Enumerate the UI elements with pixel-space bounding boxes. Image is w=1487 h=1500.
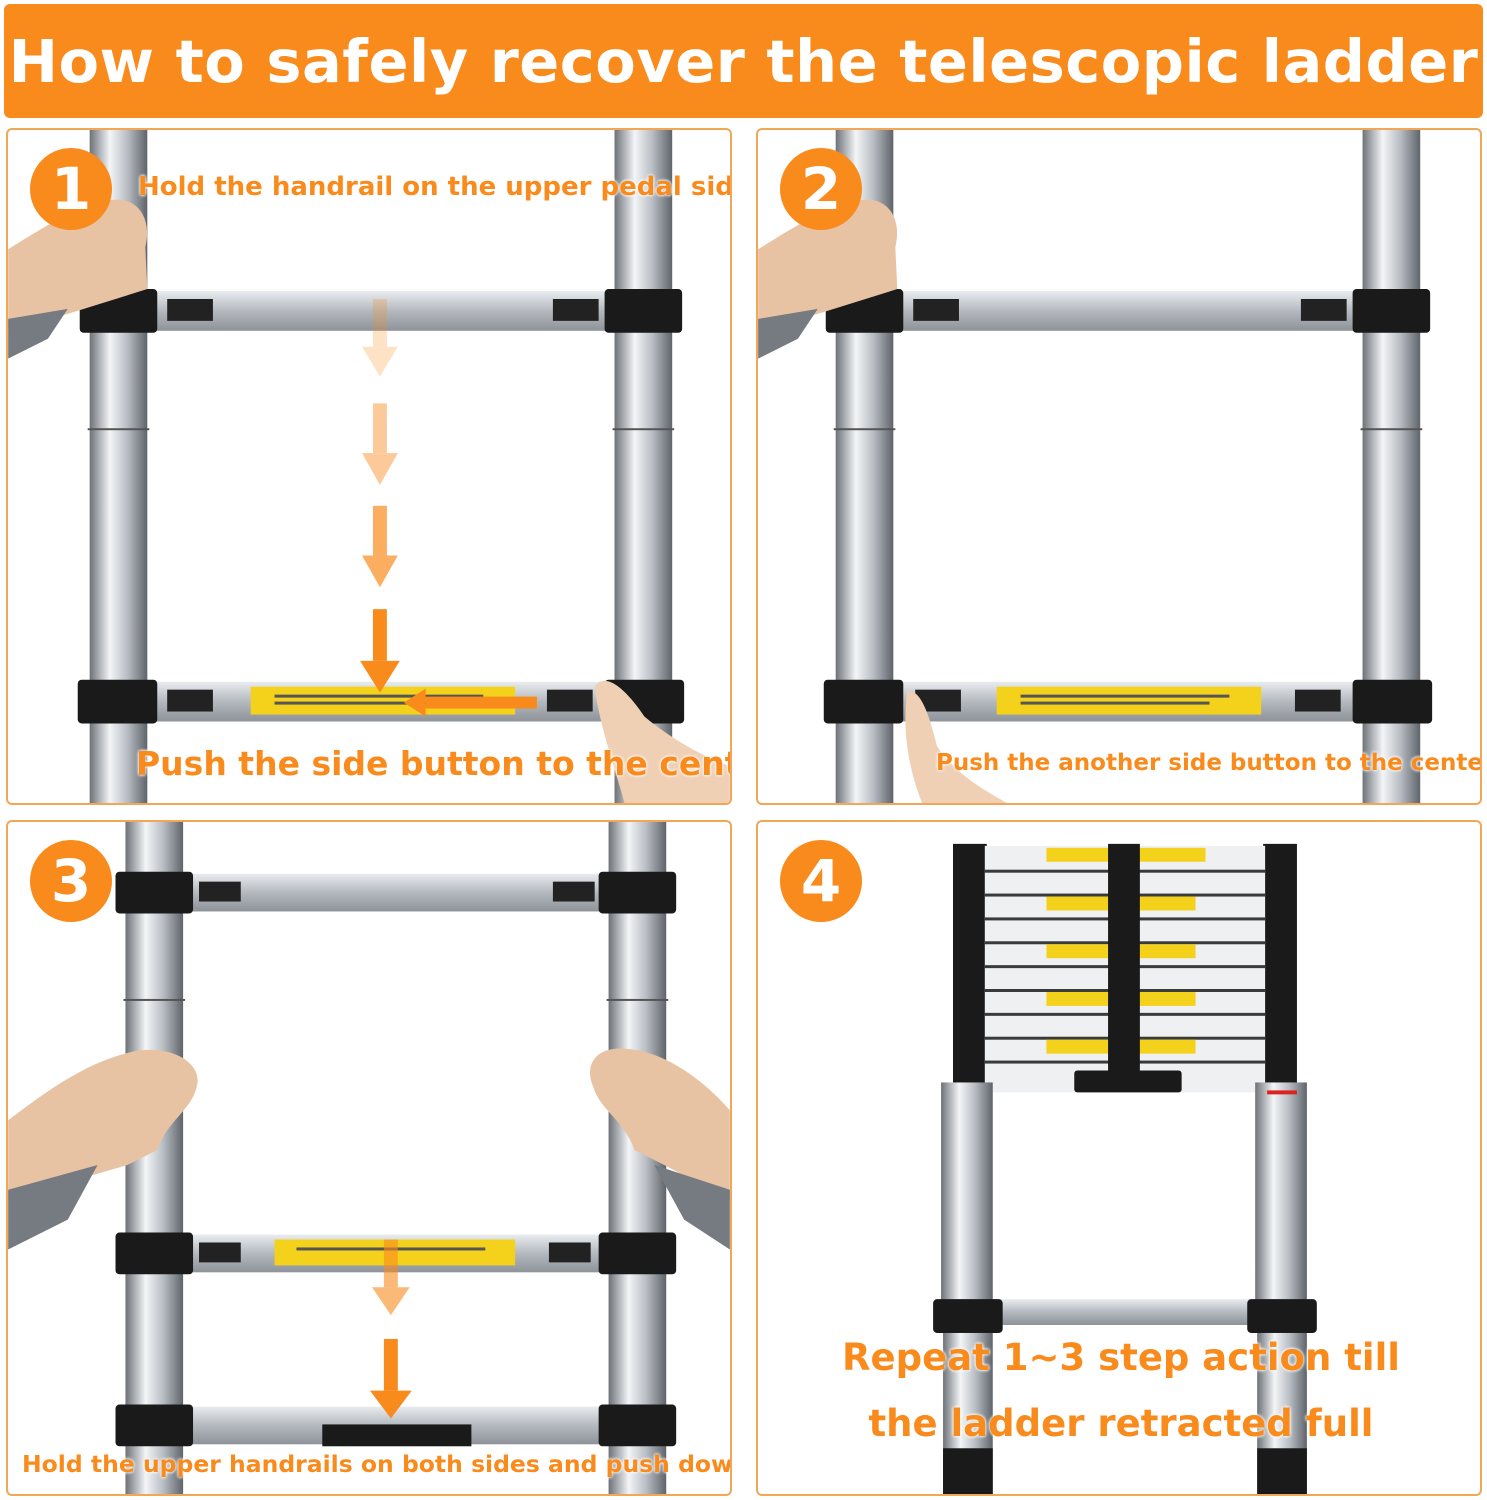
step-2-bottom-caption: Push the another side button to the cent… bbox=[936, 750, 1482, 776]
title-banner: How to safely recover the telescopic lad… bbox=[4, 4, 1483, 118]
ladder-illustration bbox=[8, 822, 730, 1494]
step-4-caption-line2: the ladder retracted full bbox=[868, 1402, 1374, 1445]
step-3-panel: 3 Hold the upper handrails on both sides… bbox=[6, 820, 732, 1496]
step-4-caption-line1: Repeat 1~3 step action till bbox=[842, 1336, 1400, 1379]
step-1-top-caption: Hold the handrail on the upper pedal sid… bbox=[138, 172, 732, 202]
step-2-panel: 2 Push the another side button to the ce… bbox=[756, 128, 1482, 805]
ladder-illustration bbox=[8, 130, 730, 803]
step-1-panel: 1 Hold the handrail on the upper pedal s… bbox=[6, 128, 732, 805]
step-1-bottom-caption: Push the side button to the center bbox=[136, 744, 732, 783]
ladder-illustration bbox=[758, 130, 1433, 803]
step-number-badge: 4 bbox=[780, 840, 862, 922]
ladder-illustration bbox=[933, 843, 1317, 1494]
step-number-badge: 3 bbox=[30, 840, 112, 922]
step-4-panel: 4 Repeat 1~3 step action till the ladder… bbox=[756, 820, 1482, 1496]
step-3-bottom-caption: Hold the upper handrails on both sides a… bbox=[22, 1450, 732, 1478]
step-number-badge: 1 bbox=[30, 148, 112, 230]
page-title: How to safely recover the telescopic lad… bbox=[8, 26, 1479, 96]
step-number-badge: 2 bbox=[780, 148, 862, 230]
